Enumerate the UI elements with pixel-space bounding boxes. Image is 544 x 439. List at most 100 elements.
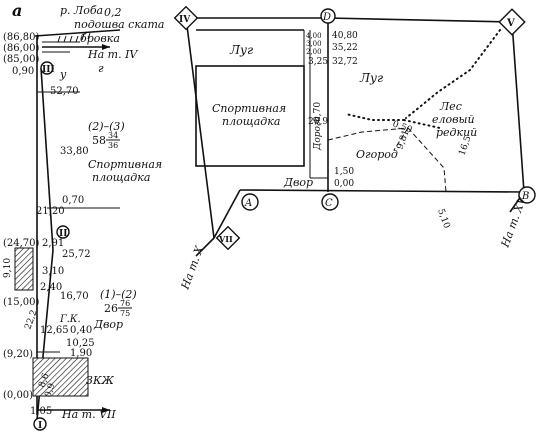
traverse-line-slanted	[40, 67, 54, 251]
elevation: (85,00)	[3, 54, 40, 65]
distance-value: 0,70	[62, 195, 84, 206]
value-label: 20,9	[308, 117, 328, 127]
to-x-label: На т. X	[178, 243, 206, 292]
distance-value: 52,70	[50, 86, 79, 97]
station-b-marker: B	[518, 186, 536, 204]
value-label: 35,22	[332, 43, 358, 53]
traverse-line	[185, 17, 215, 239]
to-vii-label: На т. VII	[61, 408, 116, 421]
road-label: Дорога	[313, 116, 323, 151]
station-label: VII	[218, 234, 233, 244]
station-d-marker: D	[320, 8, 336, 24]
forest-edge	[405, 29, 501, 119]
station-c-marker: C	[321, 193, 339, 211]
station-label: II	[59, 229, 67, 239]
formula-lower: (1)–(2) 26 76 75	[100, 288, 137, 318]
station-label: C	[325, 198, 333, 209]
station-label: B	[521, 191, 529, 202]
distance-value: 2,91	[42, 238, 64, 249]
formula-value: 26	[104, 302, 118, 315]
value-label: 0,00	[334, 179, 354, 189]
distance-value: 12,65	[40, 325, 69, 336]
offset-dashed	[327, 127, 409, 141]
to-vii-arrowhead	[102, 407, 110, 413]
station-a-marker: A	[241, 193, 259, 211]
yard-label: Двор	[283, 176, 313, 189]
elevation: (0,00)	[3, 390, 33, 401]
station-label: III	[42, 65, 55, 75]
slope-letter-y: у	[59, 68, 67, 81]
elevation: (15,00)	[3, 297, 40, 308]
value-label: 4,00	[306, 32, 322, 40]
value-label: 3,25	[308, 57, 328, 67]
gk-label: Г.К.	[59, 314, 81, 325]
elevation: (9,20)	[3, 349, 33, 360]
formula-num: 34	[108, 131, 118, 140]
river-offset: 0,2	[104, 6, 122, 19]
meadow-left-label: Луг	[229, 43, 253, 57]
side-offset: 0,9	[43, 382, 57, 399]
building-label: 3КЖ	[86, 374, 115, 387]
traverse-line	[239, 189, 525, 193]
formula-upper: (2)–(3) 58 34 36	[88, 120, 125, 150]
station-ii-marker: II	[56, 225, 70, 239]
elevation: (86,80)	[3, 32, 40, 43]
formula-den: 36	[108, 141, 118, 150]
forest-label: Лес еловый редкий	[432, 100, 478, 139]
station-iv-marker: IV	[173, 5, 199, 31]
to-xv-label: На т. XV	[498, 194, 529, 250]
forest-edge	[403, 119, 441, 129]
distance-value: 33,80	[60, 146, 89, 157]
distance-value: 2,40	[40, 282, 62, 293]
sport-field-label: Спортивная площадка	[212, 102, 290, 128]
to-iv-label: На т. IV	[87, 48, 138, 61]
elevation: (86,00)	[3, 43, 40, 54]
value-label: 40,80	[332, 31, 358, 41]
value-label: 5,10	[435, 208, 451, 231]
value-label: 1,50	[334, 167, 354, 177]
distance-value: 0,90	[12, 66, 34, 77]
meadow-right-label: Луг	[359, 71, 383, 85]
traverse-line	[511, 21, 525, 193]
formula-num: 76	[120, 299, 130, 308]
building-hatched	[32, 357, 89, 397]
elevation: (24,70)	[3, 238, 40, 249]
formula-name: (1)–(2)	[100, 288, 137, 301]
station-i-marker: I	[33, 417, 47, 431]
value-label: 0,70	[313, 102, 323, 122]
distance-value: 1,05	[30, 406, 52, 417]
river-line	[34, 29, 121, 37]
yard-label: Двор	[93, 318, 123, 331]
distance-value: 16,70	[60, 291, 89, 302]
side-offset: 8,6	[37, 372, 51, 389]
slope-letter: г	[98, 62, 104, 75]
side-offset: 9,10	[3, 258, 13, 278]
ford-label: бровка	[80, 32, 120, 45]
value-label: 32,72	[332, 57, 358, 67]
slope-hachures	[57, 32, 91, 43]
traverse-line	[213, 189, 241, 239]
distance-value: 25,72	[62, 249, 91, 260]
garden-label: Огород	[356, 148, 398, 161]
station-vii-marker: VII	[215, 225, 241, 251]
station-iii-marker: III	[40, 61, 55, 75]
traverse-line	[327, 17, 513, 23]
building-hatched	[14, 247, 34, 291]
sport-field-label: Спортивная площадка	[88, 158, 166, 184]
station-label: A	[244, 198, 252, 209]
formula-name: (2)–(3)	[88, 120, 125, 133]
station-v-marker: V	[498, 8, 526, 36]
formula-value: 58	[92, 134, 106, 147]
value-label: 3,00	[306, 40, 322, 48]
offset-dashed	[393, 127, 409, 151]
station-label: I	[38, 421, 42, 431]
value-label: 2,00	[306, 48, 322, 56]
panel-label: а	[12, 1, 22, 20]
formula-den: 75	[120, 309, 130, 318]
forest-edge	[345, 113, 405, 121]
distance-value: 0,40	[70, 325, 92, 336]
station-label: D	[322, 12, 331, 23]
river-label: р. Лоба	[60, 4, 103, 17]
